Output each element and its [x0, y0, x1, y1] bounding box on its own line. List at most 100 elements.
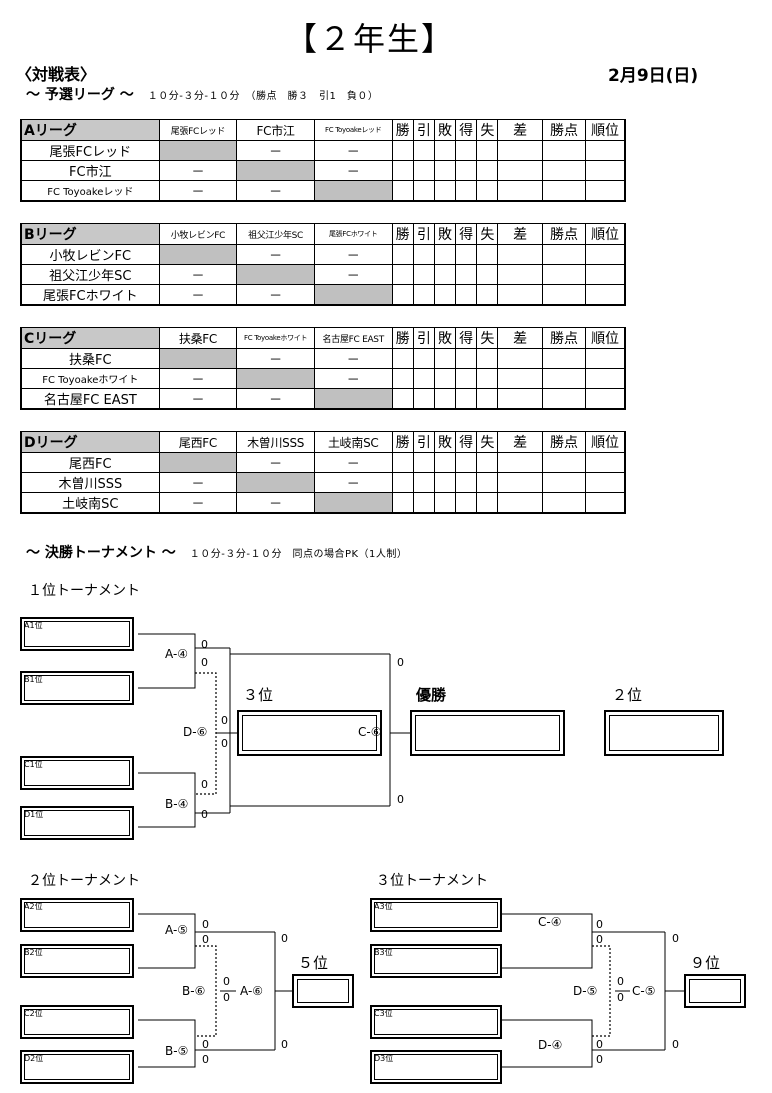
self-match-cell	[236, 368, 315, 389]
stat-cell	[585, 180, 627, 202]
stat-cell	[585, 284, 627, 306]
stat-cell	[585, 368, 627, 389]
team-name: 土岐南SC	[19, 492, 160, 514]
team-row: FC Toyoakeホワイト－－	[19, 368, 627, 389]
t3-match-d5: D-⑤	[573, 984, 598, 998]
t3-slot-b3: B3位	[370, 944, 502, 978]
t1-winner-label: 優勝	[416, 686, 447, 704]
stat-header: 勝点	[541, 223, 587, 245]
t1-second-place-box	[604, 710, 724, 756]
self-match-cell	[236, 472, 315, 493]
t1-second-place-label: ２位	[612, 686, 643, 704]
score: 0	[221, 714, 228, 727]
self-match-cell	[236, 264, 315, 285]
score: 0	[617, 991, 624, 1004]
t2-slot-d2: D2位	[20, 1050, 134, 1084]
t3-match-c5: C-⑤	[632, 984, 656, 998]
score: 0	[202, 1038, 209, 1051]
stat-cell	[497, 160, 543, 181]
team-name: 祖父江少年SC	[19, 264, 160, 285]
stat-cell	[585, 492, 627, 514]
stat-cell	[476, 160, 499, 181]
team-name: FC市江	[19, 160, 160, 181]
stat-header: 敗	[433, 119, 457, 141]
slot-label: B2位	[24, 948, 43, 957]
stat-header: 失	[476, 119, 499, 141]
self-match-cell	[313, 388, 393, 410]
team-name: 尾張FCホワイト	[19, 284, 160, 306]
self-match-cell	[313, 284, 393, 306]
t1-slot-d1: D1位	[20, 806, 134, 840]
stat-cell	[497, 264, 543, 285]
t3-match-d4: D-④	[538, 1038, 563, 1052]
team-name: FC Toyoakeホワイト	[19, 368, 160, 389]
match-result-cell: －	[158, 368, 238, 389]
stat-cell	[585, 472, 627, 493]
match-result-cell: －	[158, 492, 238, 514]
league-section-heading: ～ 予選リーグ ～１０分-３分-１０分 （勝点 勝３ 引1 負０）	[26, 84, 378, 104]
score: 0	[202, 918, 209, 931]
t1-title: １位トーナメント	[28, 583, 140, 599]
team-row: 祖父江少年SC－－	[19, 264, 627, 285]
event-date: 2月9日(日)	[608, 66, 699, 86]
score: 0	[596, 918, 603, 931]
stat-cell	[476, 492, 499, 514]
slot-label: A1位	[24, 621, 43, 630]
team-row: 尾張FCレッド－－	[19, 140, 627, 161]
stat-cell	[476, 180, 499, 202]
match-result-cell: －	[158, 472, 238, 493]
team-row: 名古屋FC EAST－－	[19, 388, 627, 410]
stat-header: 引	[412, 119, 435, 141]
stat-header: 敗	[433, 223, 457, 245]
score: 0	[223, 991, 230, 1004]
stat-cell	[497, 284, 543, 306]
slot-label: B1位	[24, 675, 43, 684]
slot-label: D3位	[374, 1054, 394, 1063]
team-name: 名古屋FC EAST	[19, 388, 160, 410]
t2-slot-c2: C2位	[20, 1005, 134, 1039]
slot-label: C1位	[24, 760, 43, 769]
t1-match-b4: B-④	[165, 797, 189, 811]
score: 0	[223, 975, 230, 988]
stat-header: 引	[412, 223, 435, 245]
stat-header: 差	[497, 119, 543, 141]
stat-cell	[497, 472, 543, 493]
slot-label: A3位	[374, 902, 393, 911]
stat-cell	[585, 388, 627, 410]
team-row: 木曽川SSS－－	[19, 472, 627, 493]
team-row: FC Toyoakeレッド－－	[19, 180, 627, 202]
score: 0	[281, 932, 288, 945]
t2-place-label: ５位	[298, 954, 329, 972]
score: 0	[202, 933, 209, 946]
team-name: FC Toyoakeレッド	[19, 180, 160, 202]
score: 0	[672, 1038, 679, 1051]
score: 0	[201, 778, 208, 791]
t3-place-box	[684, 974, 746, 1008]
score: 0	[672, 932, 679, 945]
match-result-cell: －	[158, 264, 238, 285]
t2-slot-a2: A2位	[20, 898, 134, 932]
t1-third-place-box	[237, 710, 382, 756]
stat-cell	[476, 472, 499, 493]
match-result-cell: －	[313, 244, 393, 265]
match-result-cell: －	[313, 160, 393, 181]
t2-place-box	[292, 974, 354, 1008]
t2-match-a6: A-⑥	[240, 984, 264, 998]
t3-place-label: ９位	[690, 954, 721, 972]
match-result-cell: －	[313, 368, 393, 389]
match-result-cell: －	[313, 472, 393, 493]
score: 0	[281, 1038, 288, 1051]
t1-slot-a1: A1位	[20, 617, 134, 651]
self-match-cell	[158, 244, 238, 265]
score: 0	[201, 656, 208, 669]
score: 0	[201, 808, 208, 821]
stat-cell	[497, 368, 543, 389]
league-section-title: ～ 予選リーグ ～	[26, 87, 134, 103]
t3-title: ３位トーナメント	[376, 873, 488, 889]
team-row: FC市江－－	[19, 160, 627, 181]
